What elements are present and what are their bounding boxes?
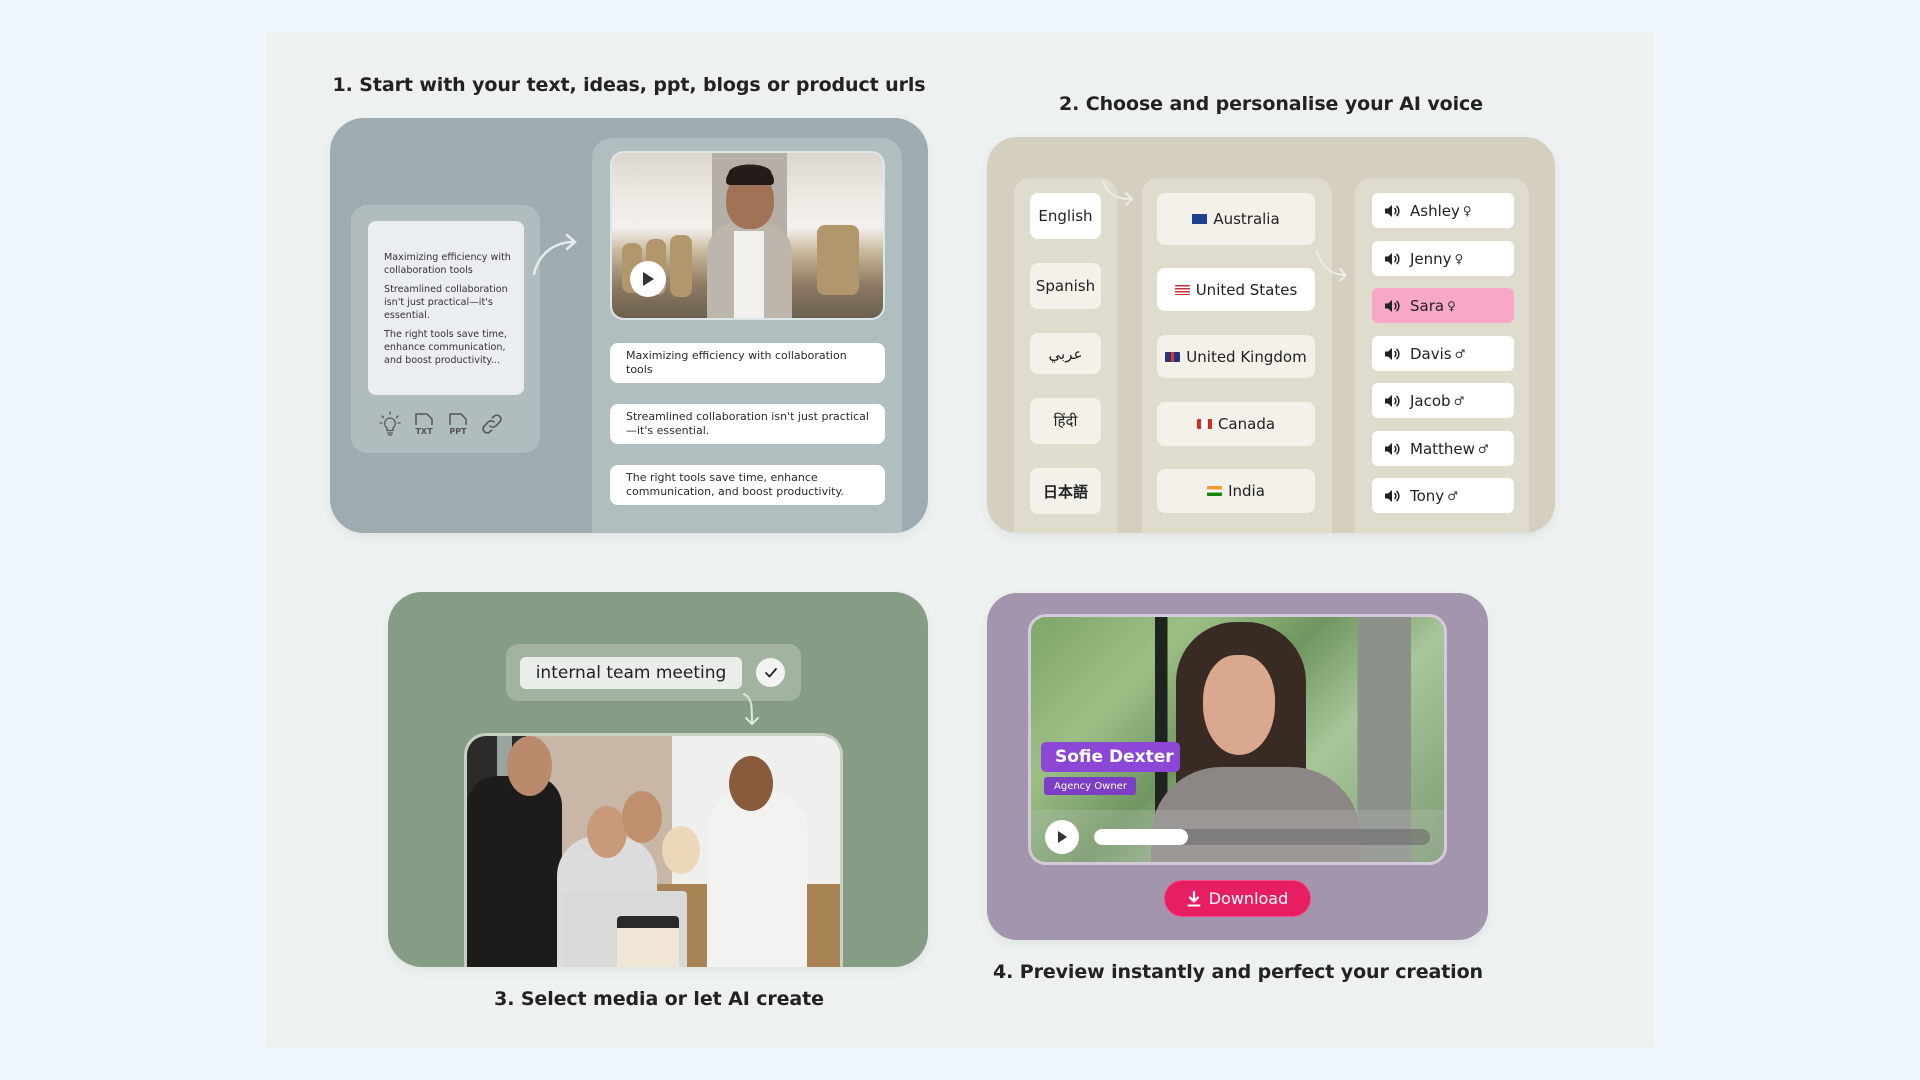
flag-canada-icon	[1196, 419, 1212, 429]
source-text-line: Maximizing efficiency with collaboration…	[384, 252, 511, 276]
language-column: English Spanish عربي हिंदी 日本語	[1014, 178, 1117, 533]
voice-tony[interactable]: Tony♂	[1372, 478, 1514, 513]
speaker-icon	[1385, 442, 1400, 455]
download-button[interactable]: Download	[1164, 880, 1311, 917]
media-search-bar: internal team meeting	[506, 644, 801, 701]
speaker-icon	[1385, 299, 1400, 312]
step-1-title: 1. Start with your text, ideas, ppt, blo…	[332, 74, 926, 96]
progress-fill	[1094, 829, 1189, 845]
female-icon: ♀	[1462, 203, 1472, 218]
step-1-card: Maximizing efficiency with collaboration…	[330, 118, 928, 533]
curved-arrow-icon	[1102, 180, 1134, 206]
download-icon	[1187, 890, 1201, 906]
source-text-line: The right tools save time, enhance commu…	[384, 329, 507, 366]
checkmark-icon	[764, 667, 777, 677]
speaker-icon	[1385, 252, 1400, 265]
presenter-name-tag: Sofie Dexter	[1041, 742, 1180, 772]
country-label: Canada	[1217, 415, 1276, 433]
country-label: United Kingdom	[1186, 347, 1307, 366]
scene-preview-panel: Maximizing efficiency with collaboration…	[592, 138, 902, 533]
flag-us-icon	[1174, 284, 1190, 295]
curved-arrow-icon	[1316, 250, 1348, 282]
svg-text:PPT: PPT	[449, 427, 467, 436]
male-icon: ♂	[1454, 346, 1466, 361]
male-icon: ♂	[1453, 393, 1465, 408]
step-3-title: 3. Select media or let AI create	[494, 988, 824, 1010]
presenter-figure	[1203, 655, 1275, 755]
avatar-video-thumbnail[interactable]	[610, 151, 885, 320]
language-spanish[interactable]: Spanish	[1030, 263, 1101, 309]
female-icon: ♀	[1454, 251, 1464, 266]
play-button[interactable]	[1045, 820, 1079, 854]
play-icon	[643, 272, 654, 286]
flag-uk-icon	[1165, 351, 1181, 362]
country-label: Australia	[1213, 210, 1280, 228]
curved-arrow-icon	[532, 233, 577, 276]
step-4-title: 4. Preview instantly and perfect your cr…	[993, 961, 1483, 983]
source-text-box[interactable]: Maximizing efficiency with collaboration…	[368, 221, 524, 395]
speaker-icon	[1385, 394, 1400, 407]
down-arrow-icon	[743, 693, 759, 726]
download-label: Download	[1208, 889, 1289, 908]
play-icon	[1058, 831, 1067, 843]
source-text-line: Streamlined collaboration isn't just pra…	[384, 284, 508, 321]
step-2-card: English Spanish عربي हिंदी 日本語 Australia…	[987, 137, 1555, 533]
flag-australia-icon	[1192, 214, 1208, 224]
speaker-icon	[1385, 204, 1400, 217]
country-india[interactable]: India	[1157, 469, 1315, 513]
country-label: United States	[1195, 280, 1298, 299]
voice-jacob[interactable]: Jacob♂	[1372, 383, 1514, 418]
voice-sara[interactable]: Sara♀	[1372, 288, 1514, 323]
male-icon: ♂	[1447, 488, 1458, 503]
svg-text:TXT: TXT	[415, 427, 433, 436]
voice-jenny[interactable]: Jenny♀	[1372, 241, 1514, 276]
country-united-kingdom[interactable]: United Kingdom	[1157, 335, 1315, 378]
country-label: India	[1228, 482, 1265, 500]
speaker-icon	[1385, 489, 1400, 502]
voice-davis[interactable]: Davis♂	[1372, 336, 1514, 371]
team-meeting-media[interactable]	[464, 733, 843, 967]
language-arabic[interactable]: عربي	[1030, 333, 1101, 374]
source-input-panel: Maximizing efficiency with collaboration…	[351, 205, 540, 453]
step-4-card: Sofie Dexter Agency Owner Download	[987, 593, 1488, 940]
language-japanese[interactable]: 日本語	[1030, 468, 1101, 514]
confirm-search-button[interactable]	[756, 658, 785, 687]
language-hindi[interactable]: हिंदी	[1030, 398, 1101, 444]
step-3-card: internal team meeting	[388, 592, 928, 967]
presenter-role-tag: Agency Owner	[1044, 777, 1136, 795]
progress-slider[interactable]	[1094, 829, 1430, 845]
link-icon[interactable]	[478, 410, 506, 438]
country-united-states[interactable]: United States	[1157, 268, 1315, 311]
txt-file-icon[interactable]: TXT	[410, 410, 438, 438]
country-canada[interactable]: Canada	[1157, 402, 1315, 446]
speaker-icon	[1385, 347, 1400, 360]
input-type-icons: TXT PPT	[376, 409, 526, 439]
female-icon: ♀	[1447, 298, 1456, 313]
lightbulb-icon[interactable]	[376, 410, 404, 438]
preview-video-player[interactable]: Sofie Dexter Agency Owner	[1028, 614, 1447, 865]
scene-text-1[interactable]: Maximizing efficiency with collaboration…	[610, 343, 885, 383]
step-2-title: 2. Choose and personalise your AI voice	[1059, 93, 1483, 115]
language-english[interactable]: English	[1030, 193, 1101, 239]
scene-text-3[interactable]: The right tools save time, enhance commu…	[610, 465, 885, 505]
flag-india-icon	[1207, 486, 1223, 496]
male-icon: ♂	[1477, 441, 1489, 456]
ppt-file-icon[interactable]: PPT	[444, 410, 472, 438]
country-column: Australia United States United Kingdom C…	[1142, 178, 1332, 533]
media-search-input[interactable]: internal team meeting	[520, 657, 742, 689]
voice-ashley[interactable]: Ashley♀	[1372, 193, 1514, 228]
country-australia[interactable]: Australia	[1157, 193, 1315, 245]
voice-matthew[interactable]: Matthew♂	[1372, 431, 1514, 466]
voice-column: Ashley♀ Jenny♀ Sara♀ Davis♂ Jacob♂ Matth…	[1355, 178, 1529, 533]
scene-text-2[interactable]: Streamlined collaboration isn't just pra…	[610, 404, 885, 444]
play-button[interactable]	[630, 261, 666, 297]
